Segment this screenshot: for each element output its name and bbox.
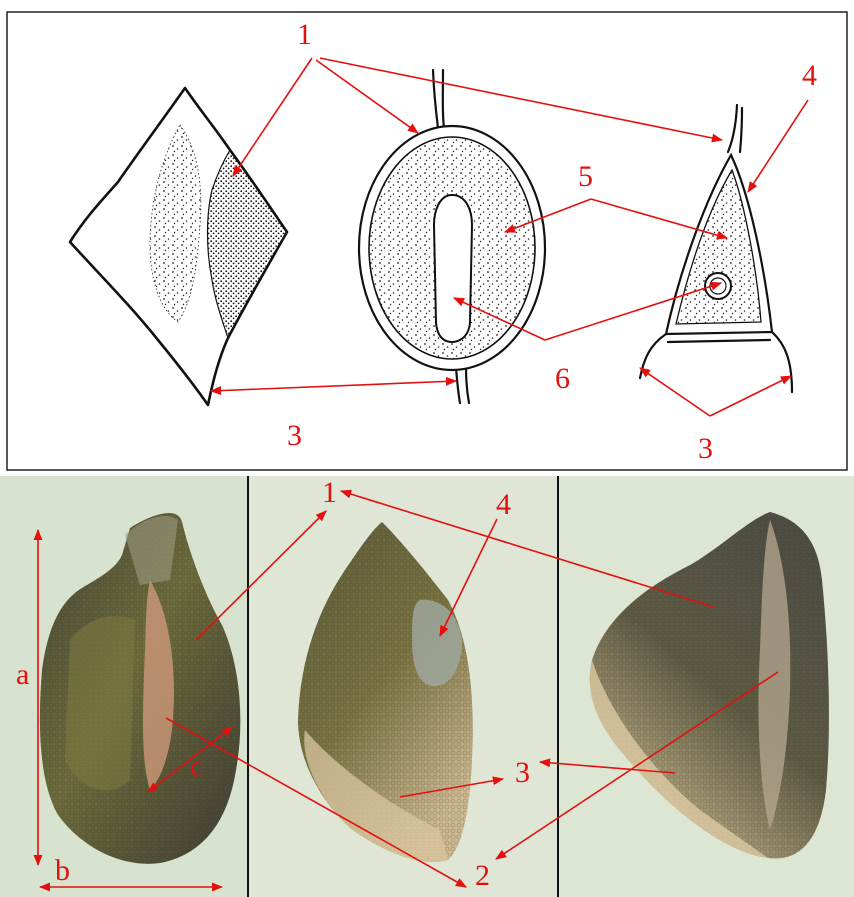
label-coat: 4 bbox=[802, 59, 817, 92]
label-outer-layer: 1 bbox=[297, 18, 312, 51]
label-thickness: c bbox=[190, 750, 203, 783]
photo-panel: 1 4 3 2 a b c bbox=[0, 476, 854, 897]
drawing-panel: 1 4 5 6 3 3 bbox=[7, 12, 847, 470]
label-photo-wing: 3 bbox=[515, 756, 530, 789]
label-photo-inner-tissue: 2 bbox=[475, 859, 490, 892]
label-embryo: 6 bbox=[555, 362, 570, 395]
label-wing-right: 3 bbox=[698, 432, 713, 465]
label-photo-coat: 4 bbox=[496, 488, 511, 521]
label-width: b bbox=[55, 854, 70, 887]
label-wing: 3 bbox=[287, 419, 302, 452]
label-photo-outer-layer: 1 bbox=[322, 476, 337, 509]
label-fill: 5 bbox=[578, 160, 593, 193]
label-length: a bbox=[16, 658, 29, 691]
